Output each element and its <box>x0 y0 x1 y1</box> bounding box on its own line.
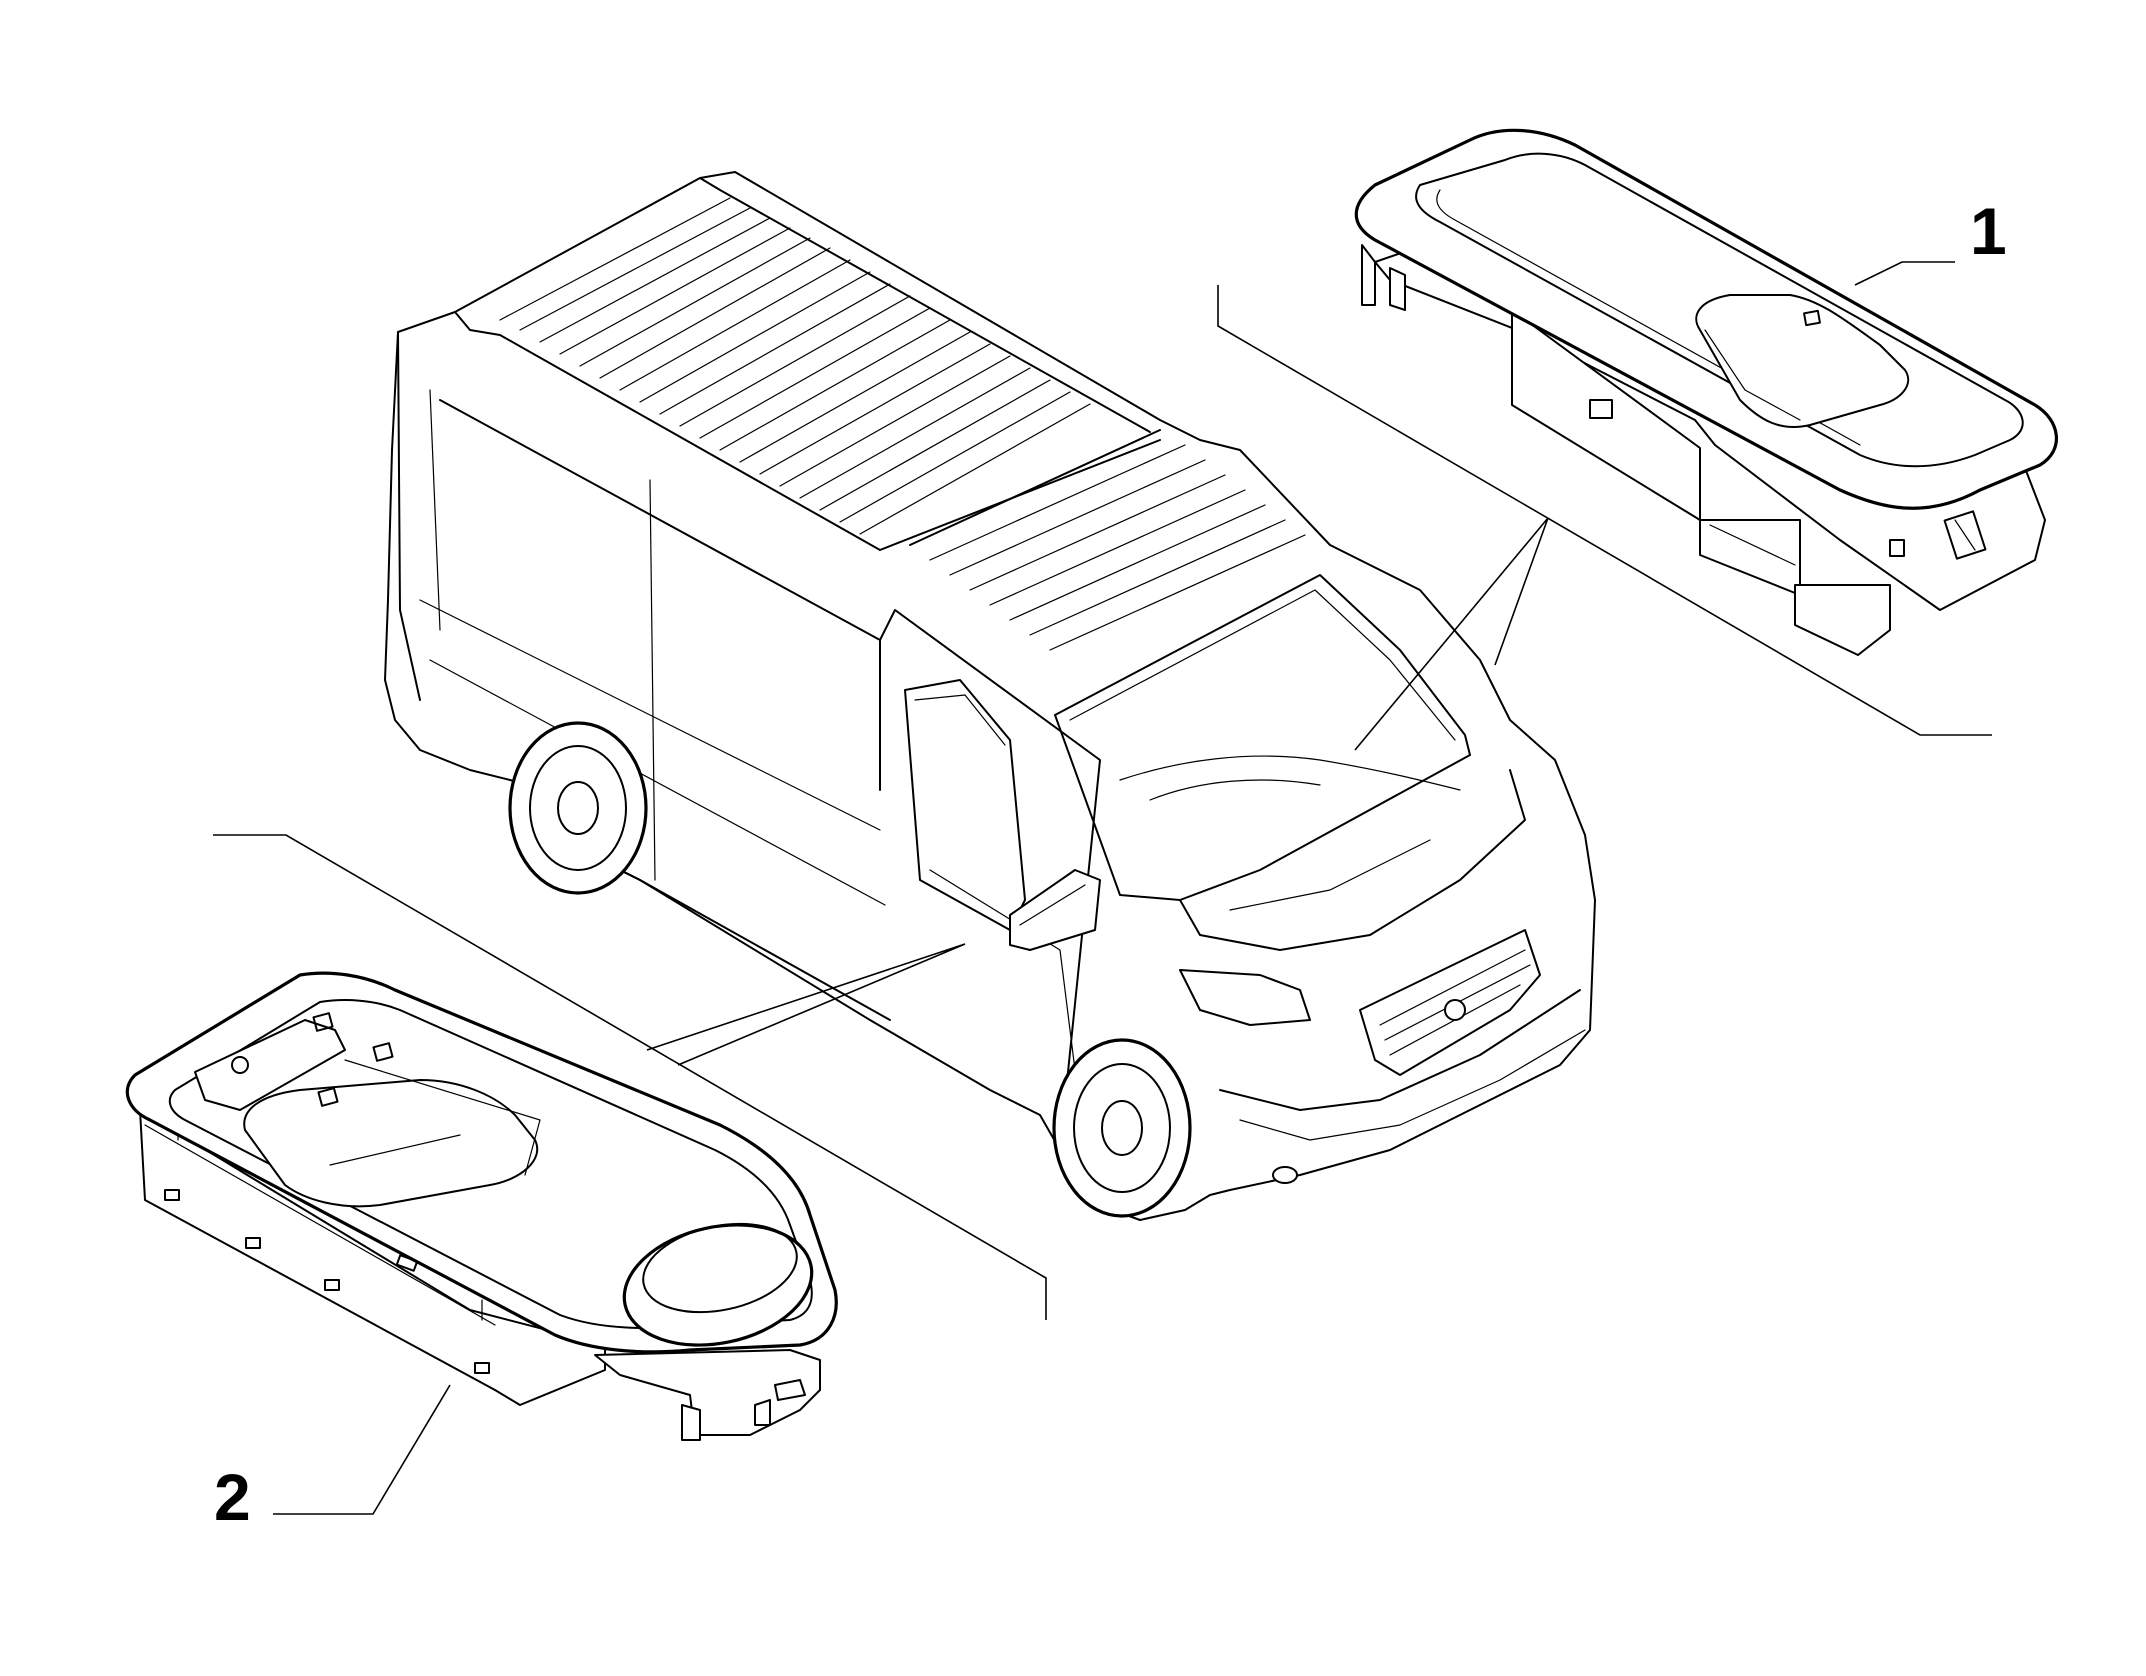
leader-lines <box>213 261 1992 1515</box>
front-wheel <box>1052 1038 1192 1218</box>
side-mirror <box>1009 869 1101 951</box>
front-grille <box>1359 929 1541 1076</box>
rear-wheel <box>508 721 648 895</box>
part-1-single-switch <box>1354 128 2058 656</box>
cab-door <box>904 679 1076 1071</box>
mirror-adjust-knob <box>622 1222 814 1347</box>
roof-rack <box>499 197 1306 651</box>
callout-number-1: 1 <box>1970 194 2007 268</box>
windshield <box>1054 574 1471 901</box>
part-2-driver-switch-panel <box>125 971 838 1441</box>
van-illustration <box>384 171 1596 1221</box>
callout-number-2: 2 <box>214 1460 251 1534</box>
